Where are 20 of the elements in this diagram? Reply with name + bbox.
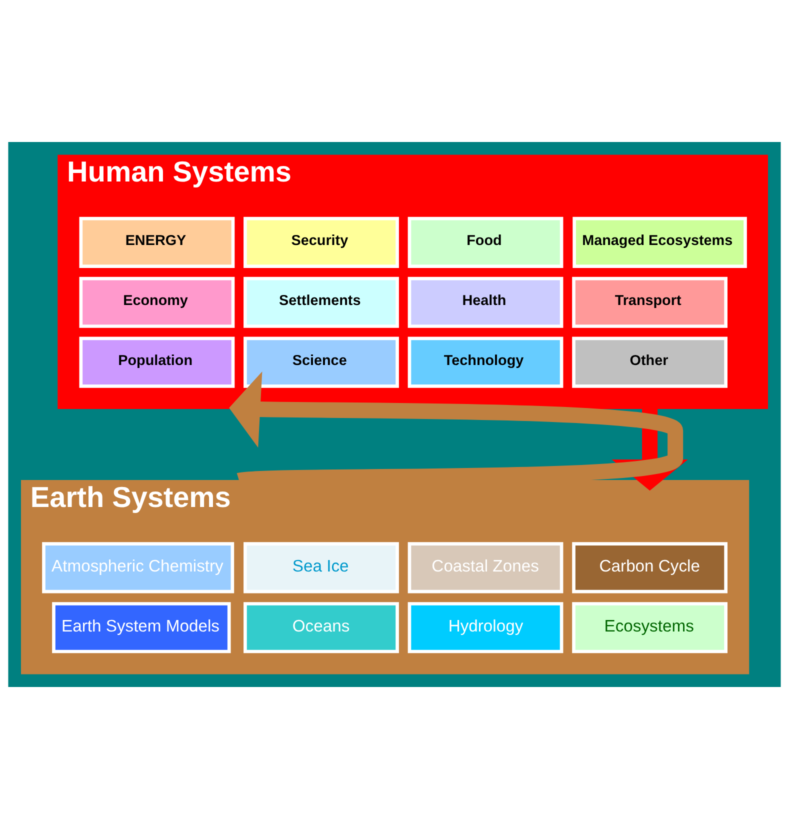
- node-box: Food: [408, 216, 564, 268]
- node-box: Settlements: [244, 276, 399, 328]
- node-box: Managed Ecosystems: [572, 216, 747, 268]
- node-box: Carbon Cycle: [572, 542, 728, 594]
- node-box: Earth System Models: [52, 602, 231, 654]
- node-box: Health: [408, 276, 564, 328]
- node-box: ENERGY: [79, 216, 235, 268]
- node-box: Ecosystems: [572, 602, 728, 654]
- node-box: Hydrology: [408, 602, 564, 654]
- node-box: Science: [244, 336, 399, 388]
- node-box: Coastal Zones: [408, 542, 564, 594]
- node-box: Population: [79, 336, 235, 388]
- node-box: Transport: [572, 276, 728, 328]
- node-box: Security: [244, 216, 399, 268]
- node-box: Other: [572, 336, 728, 388]
- node-box: Technology: [408, 336, 564, 388]
- node-box: Oceans: [244, 602, 399, 654]
- node-box: Sea Ice: [244, 542, 399, 594]
- node-box: Atmospheric Chemistry: [42, 542, 234, 594]
- node-box: Economy: [79, 276, 235, 328]
